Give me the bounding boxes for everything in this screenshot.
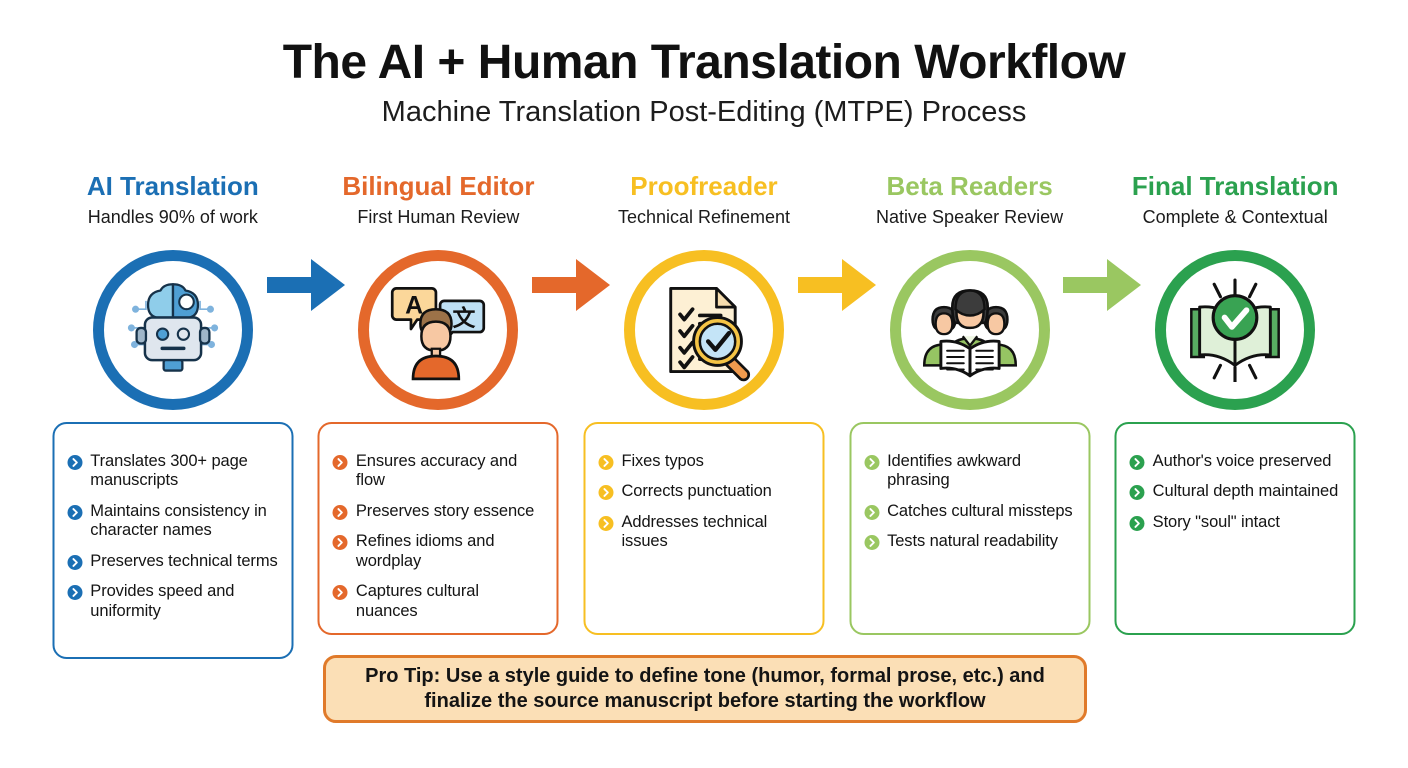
list-item: Maintains consistency in character names [67,502,278,541]
bullet-text: Fixes typos [621,452,704,470]
list-item: Preserves technical terms [67,552,278,571]
page-subtitle: Machine Translation Post-Editing (MTPE) … [381,95,1027,128]
bullet-text: Tests natural readability [887,532,1058,551]
bullet-text: Cultural depth maintained [1152,482,1339,501]
bullet-text: Captures cultural nuances [355,582,479,620]
chevron-bullet-icon [67,455,83,470]
stage-subtitle-2: First Human Review [357,206,520,227]
bullet-text: Preserves technical terms [90,551,278,570]
list-item: Fixes typos [598,452,809,471]
list-item: Provides speed and uniformity [67,582,278,621]
chevron-bullet-icon [67,585,83,601]
bullet-text: Maintains consistency in character names [90,501,267,540]
bullet-text: Provides speed and uniformity [90,582,235,620]
workflow-stage-1: AI Translation Handles 90% of work Trans… [40,172,306,672]
page-title: The AI + Human Translation Workflow [282,36,1126,89]
chevron-bullet-icon [864,535,880,551]
chevron-bullet-icon [864,504,880,520]
bullet-text: Translates 300+ page manuscripts [90,452,248,490]
list-item: Ensures accuracy and flow [332,452,544,491]
chevron-bullet-icon [598,515,614,531]
stage-title-5: Final Translation [1131,171,1339,201]
chevron-bullet-icon [1129,485,1145,501]
bullet-text: Catches cultural missteps [887,501,1073,520]
list-item: Tests natural readability [864,532,1075,551]
bullet-text: Refines idioms and wordplay [355,532,495,570]
chevron-bullet-icon [332,535,348,551]
stage-icon-circle-4 [889,249,1050,410]
stage-icon-circle-3 [623,249,784,410]
arrow-editor-to-proofreader [532,254,611,316]
stage-detail-card-2: Ensures accuracy and flow Preserves stor… [317,422,559,635]
stage-title-4: Beta Readers [886,171,1053,201]
arrow-proofreader-to-beta [797,254,876,316]
stage-icon-circle-5 [1155,249,1316,410]
workflow-stage-5: Final Translation Complete & Contextual … [1102,172,1368,672]
list-item: Translates 300+ page manuscripts [67,452,278,491]
bullet-text: Author's voice preserved [1152,452,1332,470]
bullet-text: Ensures accuracy and flow [355,452,518,490]
list-item: Preserves story essence [332,501,544,521]
pro-tip-banner: Pro Tip: Use a style guide to define ton… [323,655,1087,723]
stage-icon-circle-2: A 文 [358,249,519,410]
book-checkmark-badge-icon [1183,278,1287,384]
stage-detail-card-3: Fixes typos Corrects punctuation Address… [583,422,825,635]
stage-title-1: AI Translation [86,171,259,201]
bullet-text: Preserves story essence [355,501,535,520]
stage-subtitle-5: Complete & Contextual [1142,206,1328,227]
workflow-stage-2: Bilingual Editor First Human Review Ensu… [306,172,572,672]
svg-text:A: A [405,291,423,319]
chevron-bullet-icon [864,455,880,470]
list-item: Addresses technical issues [598,513,809,552]
arrow-beta-to-final [1063,254,1142,316]
chevron-bullet-icon [67,554,83,570]
chevron-bullet-icon [332,455,348,470]
stage-detail-card-5: Author's voice preserved Cultural depth … [1114,422,1356,635]
list-item: Refines idioms and wordplay [332,532,544,571]
infographic-header: The AI + Human Translation Workflow Mach… [0,36,1408,129]
chevron-bullet-icon [598,455,614,470]
stage-detail-card-1: Translates 300+ page manuscripts Maintai… [52,422,294,659]
bullet-text: Identifies awkward phrasing [887,452,1022,490]
pro-tip-text: Pro Tip: Use a style guide to define ton… [365,665,1045,712]
bullet-text: Corrects punctuation [621,482,772,501]
stage-title-2: Bilingual Editor [342,171,535,201]
list-item: Author's voice preserved [1129,452,1341,471]
group-reading-book-icon [918,278,1022,382]
list-item: Cultural depth maintained [1129,482,1341,501]
chevron-bullet-icon [332,585,348,601]
chevron-bullet-icon [332,504,348,520]
chevron-bullet-icon [1129,515,1145,531]
stage-subtitle-3: Technical Refinement [617,206,791,227]
stage-subtitle-1: Handles 90% of work [87,206,258,227]
chevron-bullet-icon [598,485,614,501]
ai-robot-brain-gear-icon [121,278,225,382]
stage-title-3: Proofreader [630,171,778,201]
workflow-columns: AI Translation Handles 90% of work Trans… [40,172,1368,672]
bullet-text: Story "soul" intact [1152,512,1280,531]
list-item: Catches cultural missteps [864,502,1075,521]
chevron-bullet-icon [1129,455,1145,470]
list-item: Corrects punctuation [598,482,809,501]
list-item: Identifies awkward phrasing [864,452,1075,491]
arrow-ai-to-editor [266,254,345,316]
workflow-stage-4: Beta Readers Native Speaker Review Ident… [837,172,1103,672]
person-translation-speech-bubbles-icon: A 文 [386,278,490,382]
workflow-stage-3: Proofreader Technical Refinement Fixes t… [571,172,837,672]
stage-detail-card-4: Identifies awkward phrasing Catches cult… [849,422,1091,635]
bullet-text: Addresses technical issues [621,512,768,551]
stage-icon-circle-1 [92,249,253,410]
stage-subtitle-4: Native Speaker Review [876,206,1064,227]
list-item: Story "soul" intact [1129,512,1341,532]
chevron-bullet-icon [67,504,83,520]
list-item: Captures cultural nuances [332,582,544,621]
checklist-magnifier-icon [652,278,756,382]
svg-text:文: 文 [453,304,476,330]
